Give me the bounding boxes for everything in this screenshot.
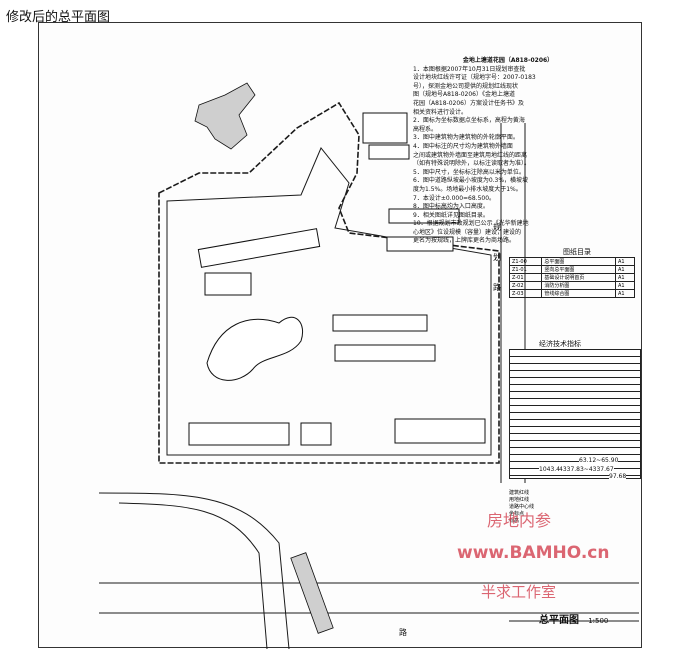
building-block: [388, 208, 460, 224]
index-cell: A1: [615, 273, 635, 282]
econ-table-title: 经济技术指标: [539, 340, 581, 348]
building-block: [197, 228, 321, 268]
road-label: 规 划 路: [493, 223, 501, 292]
notes-line: 6．图中道路纵坡最小坡度为0.3%，横坡坡: [413, 177, 529, 185]
building-block: [368, 144, 410, 160]
notes-heading: 金地上塘道花园（A818-0206）: [462, 57, 554, 64]
index-cell: 总平面图: [541, 257, 616, 266]
index-cell: 基础设计说明首页: [541, 273, 616, 282]
notes-line: 1．本图根据2007年10月31日规划审查批: [413, 65, 526, 73]
building-block: [334, 344, 436, 362]
notes-line: 4．图中标注的尺寸均为建筑物外墙面: [413, 142, 513, 150]
building-block: [204, 272, 252, 296]
legend-item: 标高: [509, 518, 520, 524]
notes-line: （如有特殊说明除外，以标注读取者为准）。: [413, 160, 531, 168]
index-cell: Z-03: [508, 289, 543, 298]
notes-line: 花园（A818-0206）方案设计任务书》及: [413, 99, 524, 107]
notes-line: 高程系。: [413, 125, 438, 133]
notes-line: 号），探测金地公司提供的规划红线现状: [413, 82, 519, 90]
econ-summary-value: 1043.47: [539, 466, 564, 473]
building-block: [394, 418, 486, 444]
econ-table: [509, 349, 641, 479]
index-cell: A1: [615, 289, 635, 298]
notes-line: 心地区》位设规模（容量）建设，建设的: [413, 228, 522, 236]
notes-line: 3．图中建筑物为建筑物的外轮廓平面。: [413, 134, 519, 142]
bottom-road: [98, 492, 290, 649]
notes-line: 8．图中标高均为入口高度。: [413, 203, 489, 211]
site-boundary: [158, 101, 500, 464]
legend-item: 建筑红线: [509, 490, 530, 496]
drawing-title-text: 总平面图: [539, 615, 579, 626]
watermark-line2: www.BAMHO.cn: [457, 543, 610, 563]
road-hatch: [290, 552, 334, 634]
notes-line: 2．面标为坐标数据点坐标系，高程为黄海: [413, 117, 525, 125]
clubhouse: [206, 316, 303, 381]
site-plan-scan: 金地上塘道花园（A818-0206） 1．本图根据2007年10月31日规划审查…: [38, 22, 642, 649]
econ-summary-value: 97.68: [609, 473, 627, 480]
index-cell: Z-02: [508, 281, 543, 290]
drawing-title: 总平面图 1:500: [539, 611, 608, 626]
notes-line: 度为1.5%。场地最小排水坡度大于1%。: [413, 185, 522, 193]
inner-road-loop: [166, 147, 492, 456]
index-cell: Z1-00: [508, 257, 543, 266]
legend-item: 道路中心线: [509, 504, 535, 510]
page-title: 修改后的总平面图: [6, 10, 111, 25]
site-plan-drawing: [98, 82, 639, 649]
notes-line: 更名为按规线，上牌库更名为商场路。: [413, 237, 516, 245]
index-cell: 管线综合图: [541, 289, 616, 298]
building-block: [386, 236, 454, 252]
watermark-line3: 半求工作室: [481, 583, 557, 601]
index-cell: 竖向总平面图: [541, 265, 616, 274]
notes-line: 图（规地号A818-0206）《金地上塘道: [413, 91, 515, 99]
index-cell: A1: [615, 265, 635, 274]
legend-item: 坐标点: [509, 511, 525, 517]
watermark-line1: 房地内参: [487, 511, 552, 530]
building-block: [332, 314, 428, 332]
notes-line: 之间或建筑物外墙面至建筑用地红线的距离: [413, 151, 528, 159]
notes-line: 5．图中尺寸，坐标标注除高以米为单位。: [413, 168, 525, 176]
econ-summary-value: 4337.83~4337.67: [559, 466, 614, 473]
drawing-scale: 1:500: [588, 617, 609, 625]
existing-building: [194, 82, 256, 150]
index-cell: A1: [615, 281, 635, 290]
bottom-road: [118, 502, 268, 649]
building-block: [300, 422, 332, 446]
index-cell: 消防分析图: [541, 281, 616, 290]
legend-item: 用地红线: [509, 497, 530, 503]
building-block: [188, 422, 290, 446]
drawing-index-title: 图纸目录: [563, 248, 591, 256]
notes-line: 相关资料进行设计。: [413, 108, 468, 116]
econ-summary-value: 63.12~65.90: [579, 457, 619, 464]
index-cell: A1: [615, 257, 635, 266]
notes-line: 7．本设计±0.000=68.500。: [413, 194, 496, 202]
bottom-road-label: 路: [399, 628, 407, 637]
notes-line: 设计地块红线许可证（规地字号：2007-0183: [413, 74, 536, 82]
notes-line: 9．相关图纸详见图纸目录。: [413, 211, 489, 219]
notes-line: 10．根据规划市政规划已公示《光华新建地: [413, 220, 529, 228]
index-cell: Z1-01: [508, 265, 543, 274]
legend: 建筑红线 用地红线 道路中心线 坐标点 标高: [509, 489, 629, 524]
building-block: [362, 112, 408, 144]
design-notes: 金地上塘道花园（A818-0206） 1．本图根据2007年10月31日规划审查…: [413, 57, 603, 246]
index-cell: Z-01: [508, 273, 543, 282]
